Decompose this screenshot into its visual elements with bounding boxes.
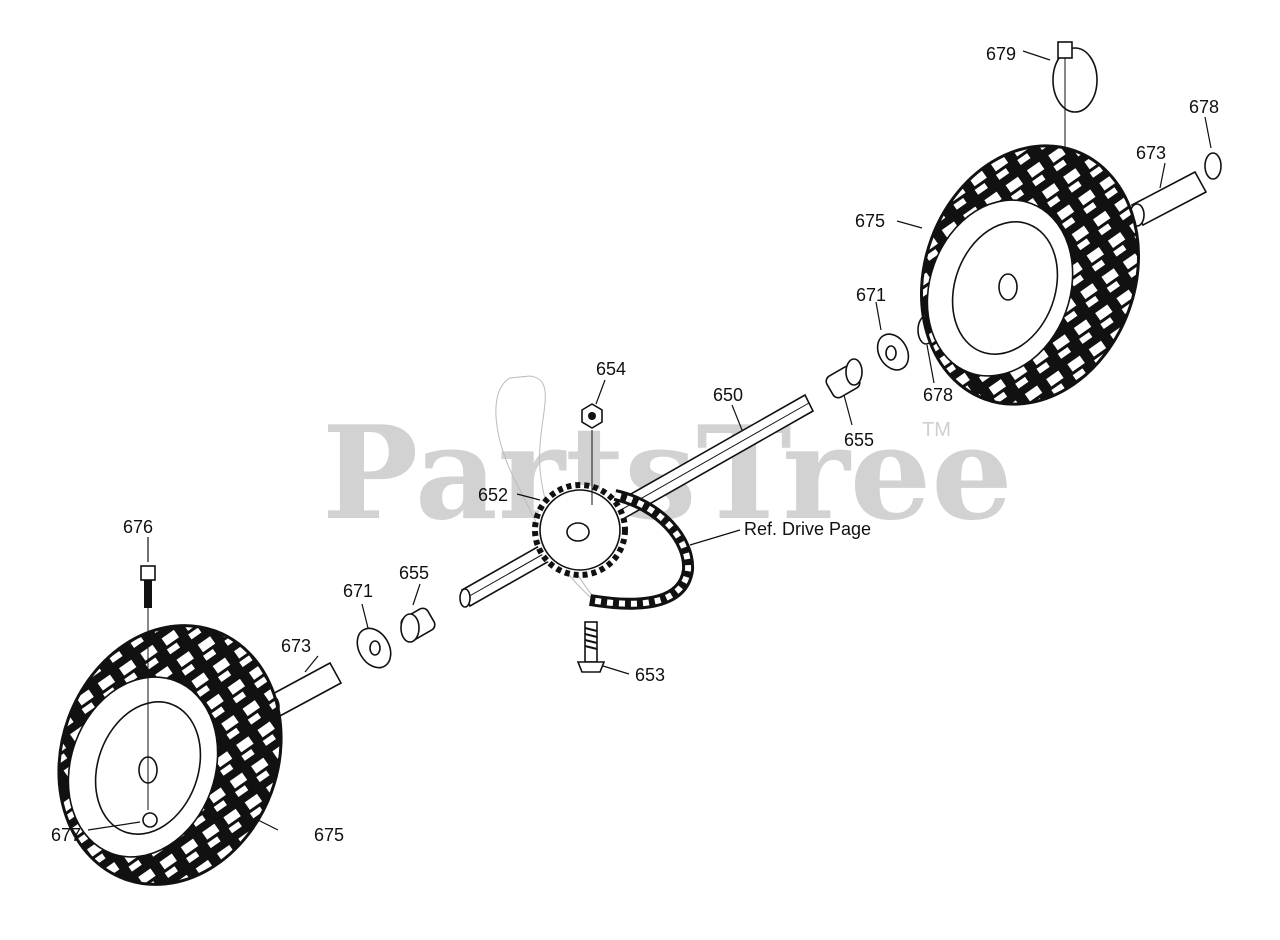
label-bearing-left: 655 [399,563,429,583]
label-clip-ring-b: 678 [1189,97,1219,117]
sprocket [532,482,628,578]
label-lock-nut: 677 [51,825,81,845]
label-wheel-right: 675 [855,211,885,231]
washer-right [876,333,910,371]
label-sprocket: 652 [478,485,508,505]
leader-lines [87,50,1212,831]
label-shaft: 650 [713,385,743,405]
bearing-left [400,607,436,643]
label-linch-pin: 679 [986,44,1016,64]
label-spacer-right: 673 [1136,143,1166,163]
hex-bolt [140,565,156,810]
label-nut: 654 [596,359,626,379]
label-spacer-left: 673 [281,636,311,656]
wheel-left [57,624,283,886]
clip-ring-top [1204,152,1222,180]
label-clip-ring-a: 678 [923,385,953,405]
watermark-tm: TM [922,419,951,441]
label-hex-bolt: 676 [123,517,153,537]
callout-labels: 650 652 653 654 655 655 671 671 673 673 … [51,44,1219,845]
label-washer-left: 671 [343,581,373,601]
label-washer-right: 671 [856,285,886,305]
drive-chain [589,489,695,610]
label-bearing-right: 655 [844,430,874,450]
chain-bolt [576,621,606,673]
spacer-right [1129,170,1208,227]
bearing-right [825,358,863,399]
label-chain-bolt: 653 [635,665,665,685]
nut [581,403,603,505]
label-wheel-left: 675 [314,825,344,845]
reference-note: Ref. Drive Page [744,519,871,539]
washer-left [356,627,392,669]
wheel-right [919,144,1141,406]
